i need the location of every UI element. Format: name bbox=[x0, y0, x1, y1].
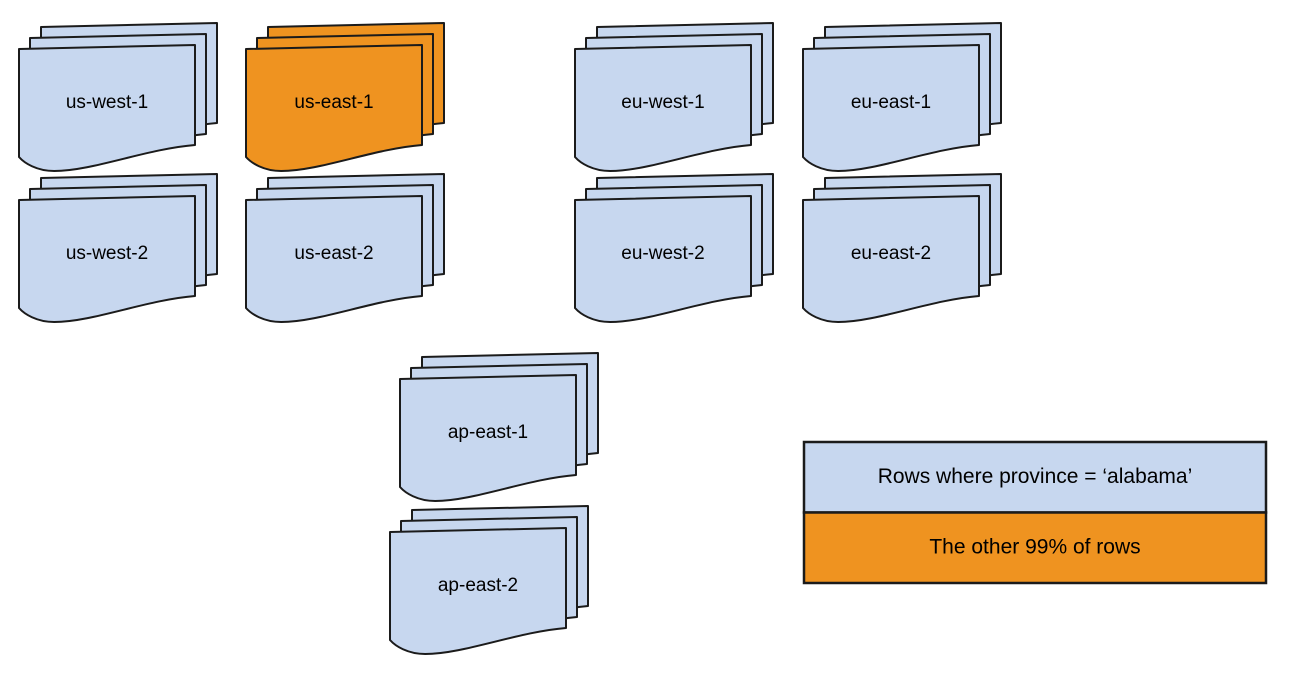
legend: Rows where province = ‘alabama’ The other… bbox=[802, 440, 1268, 585]
stack-label-eu-east-2: eu-east-2 bbox=[851, 243, 931, 264]
document-stack-ap-east-2[interactable]: ap-east-2 bbox=[389, 505, 589, 655]
document-stack-us-west-1[interactable]: us-west-1 bbox=[18, 22, 218, 172]
legend-row-other: The other 99% of rows bbox=[802, 511, 1268, 585]
legend-row-highlight-label: Rows where province = ‘alabama’ bbox=[878, 465, 1193, 488]
stack-sheet-front bbox=[574, 195, 752, 323]
document-stack-eu-east-2[interactable]: eu-east-2 bbox=[802, 173, 1002, 323]
document-stack-eu-west-2[interactable]: eu-west-2 bbox=[574, 173, 774, 323]
document-stack-us-west-2[interactable]: us-west-2 bbox=[18, 173, 218, 323]
stack-label-ap-east-1: ap-east-1 bbox=[448, 422, 528, 443]
document-stack-eu-east-1[interactable]: eu-east-1 bbox=[802, 22, 1002, 172]
stack-sheet-front bbox=[399, 374, 577, 502]
stack-label-eu-east-1: eu-east-1 bbox=[851, 92, 931, 113]
stack-sheet-front bbox=[245, 44, 423, 172]
document-stack-us-east-2[interactable]: us-east-2 bbox=[245, 173, 445, 323]
stack-label-eu-west-2: eu-west-2 bbox=[621, 243, 704, 264]
stack-label-us-east-2: us-east-2 bbox=[294, 243, 373, 264]
stack-label-us-west-1: us-west-1 bbox=[66, 92, 148, 113]
stack-sheet-front bbox=[245, 195, 423, 323]
legend-row-other-label: The other 99% of rows bbox=[929, 535, 1140, 558]
legend-row-highlight-swatch bbox=[802, 440, 1268, 514]
stack-label-ap-east-2: ap-east-2 bbox=[438, 575, 518, 596]
document-stack-eu-west-1[interactable]: eu-west-1 bbox=[574, 22, 774, 172]
legend-row-other-swatch bbox=[802, 511, 1268, 585]
stack-sheet-front bbox=[18, 44, 196, 172]
stack-label-us-west-2: us-west-2 bbox=[66, 243, 148, 264]
stack-label-us-east-1: us-east-1 bbox=[294, 92, 373, 113]
legend-row-highlight: Rows where province = ‘alabama’ bbox=[802, 440, 1268, 514]
document-stack-us-east-1[interactable]: us-east-1 bbox=[245, 22, 445, 172]
stack-label-eu-west-1: eu-west-1 bbox=[621, 92, 704, 113]
stack-sheet-front bbox=[18, 195, 196, 323]
document-stacks-layer: us-west-1 us-east-1 eu-west-1 eu-east-1 us-w… bbox=[18, 22, 1002, 655]
stack-sheet-front bbox=[802, 44, 980, 172]
stack-sheet-front bbox=[802, 195, 980, 323]
stack-sheet-front bbox=[574, 44, 752, 172]
stack-sheet-front bbox=[389, 527, 567, 655]
document-stack-ap-east-1[interactable]: ap-east-1 bbox=[399, 352, 599, 502]
